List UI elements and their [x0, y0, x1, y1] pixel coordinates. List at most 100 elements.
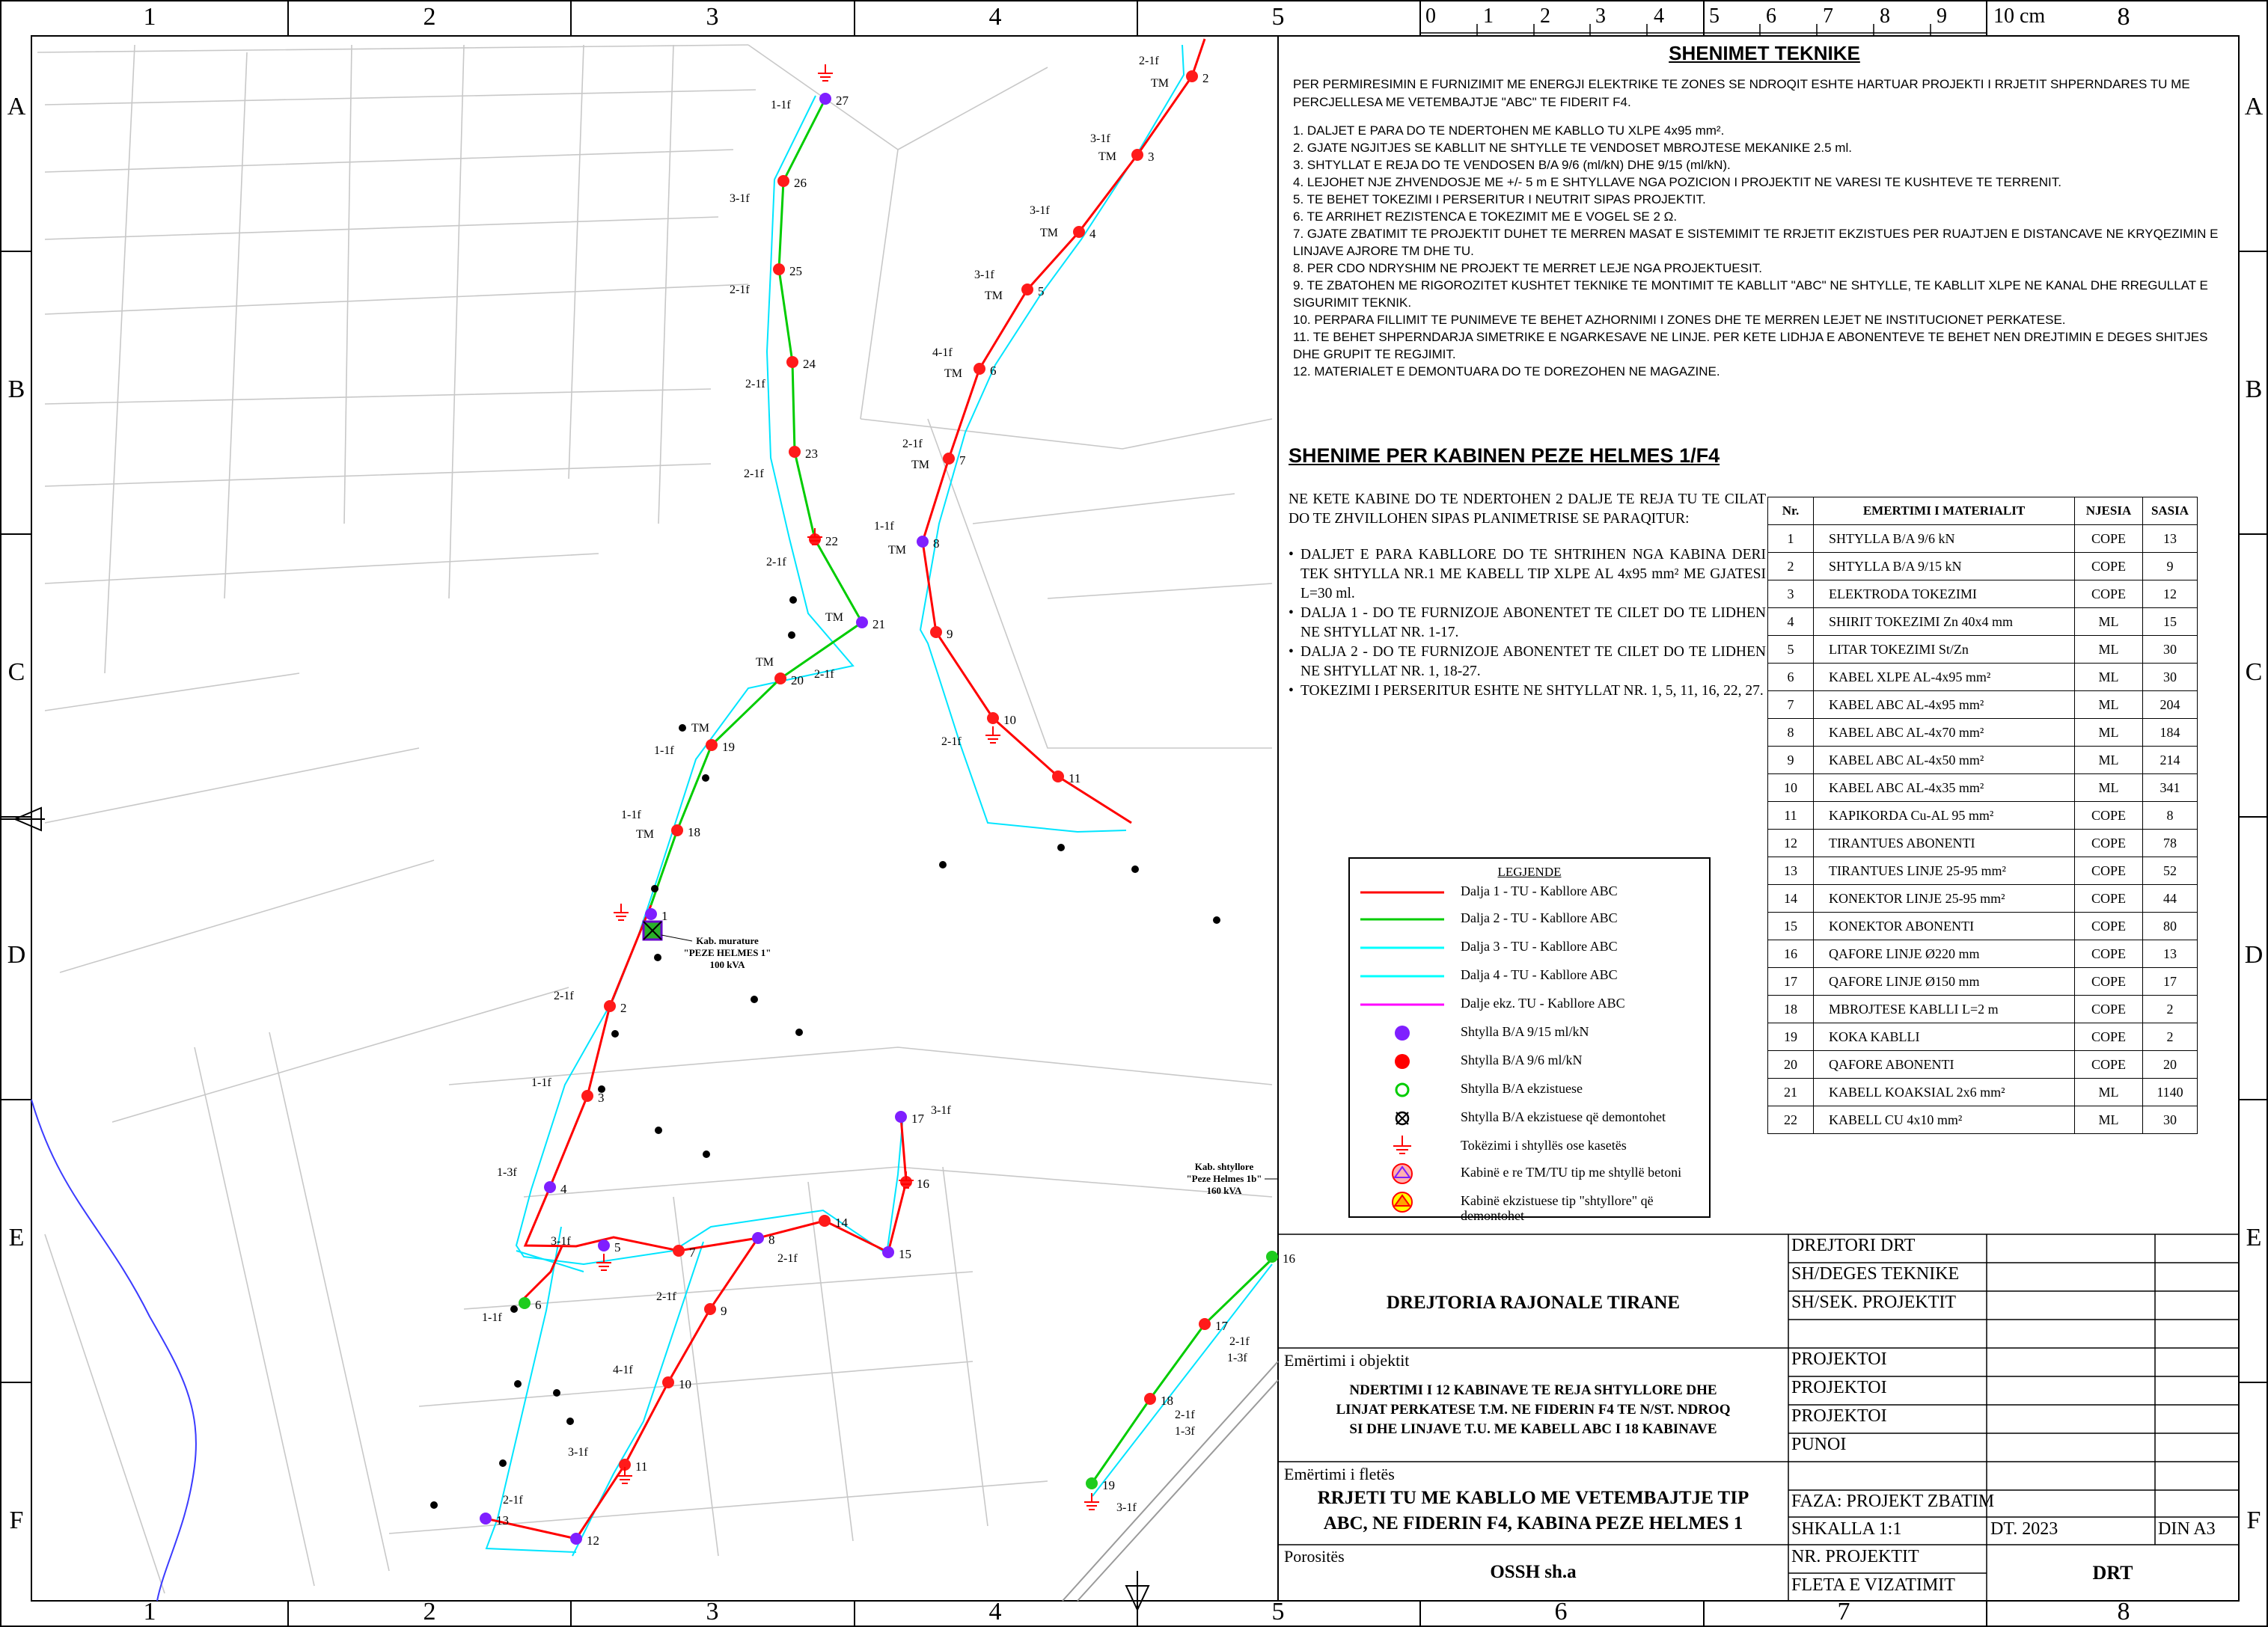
pole-14[interactable] [819, 1215, 831, 1227]
pole-6[interactable] [519, 1297, 531, 1309]
scale-tick-1: 1 [1483, 4, 1494, 28]
material-nr: 16 [1767, 940, 1814, 968]
pole-2[interactable] [604, 1000, 616, 1012]
houses [430, 596, 1220, 1509]
pole-4[interactable] [1073, 226, 1085, 238]
pole-10[interactable] [662, 1376, 674, 1388]
pole-number: 25 [789, 264, 802, 278]
pole-9[interactable] [704, 1303, 716, 1315]
pole-12[interactable] [570, 1533, 582, 1545]
pole-20[interactable] [774, 672, 786, 684]
pole-7[interactable] [943, 453, 955, 465]
material-nr: 21 [1767, 1078, 1814, 1106]
cabin2-label-1: Kab. shtyllore [1195, 1161, 1254, 1172]
pole-6[interactable] [973, 363, 985, 375]
pole-13[interactable] [480, 1513, 492, 1525]
kabine-title: SHENIME PER KABINEN PEZE HELMES 1/F4 [1289, 444, 1720, 467]
pole-15[interactable] [882, 1246, 894, 1258]
pole-7[interactable] [673, 1245, 685, 1257]
grid-row-d-right: D [2244, 941, 2264, 969]
material-name: TIRANTUES ABONENTI [1813, 829, 2075, 857]
object-name-line-1: NDERTIMI I 12 KABINAVE TE REJA SHTYLLORE… [1349, 1382, 1717, 1398]
pole-24[interactable] [786, 356, 798, 368]
legend-label: Dalja 1 - TU - Kabllore ABC [1461, 883, 1618, 898]
pole-number: 6 [990, 364, 997, 378]
pole-2[interactable] [1186, 70, 1198, 82]
pole-16[interactable] [1266, 1251, 1278, 1263]
legend-label: Dalja 3 - TU - Kabllore ABC [1461, 939, 1618, 954]
grid-col-4: 4 [988, 3, 1002, 31]
role-label: PUNOI [1791, 1435, 1847, 1454]
pole-26[interactable] [777, 175, 789, 187]
tm-label: TM [1040, 227, 1058, 239]
material-nr: 2 [1767, 552, 1814, 580]
legend-label: Shtylla B/A 9/6 ml/kN [1461, 1053, 1583, 1067]
pole-4[interactable] [544, 1181, 556, 1193]
note-item: 1. DALJET E PARA DO TE NDERTOHEN ME KABL… [1293, 123, 1725, 138]
pole-27[interactable] [819, 93, 831, 105]
tm-label: TM [944, 367, 962, 380]
pole-number: 4 [560, 1182, 567, 1196]
road [1062, 1361, 1279, 1602]
pole-11[interactable] [619, 1459, 631, 1471]
pole-11[interactable] [1052, 770, 1064, 782]
pole-8[interactable] [752, 1232, 764, 1244]
material-unit: COPE [2074, 552, 2143, 580]
pole-number: 7 [689, 1245, 696, 1260]
pole-number: 24 [803, 357, 816, 371]
materials-col-nr: Nr. [1767, 497, 1814, 525]
material-unit: ML [2074, 635, 2143, 664]
pole-3[interactable] [581, 1090, 593, 1102]
pole-number: 10 [1003, 713, 1016, 727]
role-label: PROJEKTOI [1791, 1349, 1887, 1369]
pole-5[interactable] [1021, 284, 1033, 295]
grid-col-8-bottom: 8 [2117, 1598, 2130, 1626]
note-item: 4. LEJOHET NJE ZHVENDOSJE ME +/- 5 m E S… [1293, 175, 2062, 189]
phase-label: 3-1f [1090, 132, 1110, 145]
pole-number: 23 [805, 447, 818, 461]
cabin-peze-helmes-1[interactable] [642, 920, 663, 941]
pole-8[interactable] [917, 536, 929, 548]
notes-title: SHENIMET TEKNIKE [1669, 42, 1860, 64]
kabine-bullets: DALJET E PARA KABLLORE DO TE SHTRIHEN NG… [1289, 545, 1766, 701]
scale-tick-6: 6 [1766, 4, 1776, 28]
scale-tick-3: 3 [1595, 4, 1606, 28]
pole-number: 21 [872, 617, 885, 631]
role-label: PROJEKTOI [1791, 1378, 1887, 1397]
pole-19[interactable] [706, 739, 718, 751]
material-unit: COPE [2074, 829, 2143, 857]
phase-label: 2-1f [503, 1494, 523, 1507]
pole-18[interactable] [671, 824, 683, 836]
role-label: SH/SEK. PROJEKTIT [1791, 1293, 1957, 1312]
legend-row: Shtylla B/A 9/15 ml/kN [1350, 1022, 1709, 1044]
pole-number: 9 [947, 627, 953, 641]
cadastral-parcels [37, 44, 1273, 1594]
grid-row-c: C [7, 658, 25, 686]
grid-col-1: 1 [143, 3, 156, 31]
grid-row-d: D [7, 941, 26, 969]
pole-21[interactable] [856, 616, 868, 628]
pole-10[interactable] [987, 712, 999, 724]
pole-1[interactable] [645, 908, 657, 920]
pole-3[interactable] [1131, 149, 1143, 161]
pole-25[interactable] [773, 263, 785, 275]
kabine-text: NE KETE KABINE DO TE NDERTOHEN 2 DALJE T… [1289, 490, 1766, 701]
grid-col-3: 3 [706, 3, 719, 31]
pole-23[interactable] [789, 446, 801, 458]
cable-dalja-2 [649, 98, 1272, 1484]
notes-list: 1. DALJET E PARA DO TE NDERTOHEN ME KABL… [1293, 122, 2236, 380]
material-name: LITAR TOKEZIMI St/Zn [1813, 635, 2075, 664]
pole-18[interactable] [1144, 1393, 1156, 1405]
legend-row: Dalja 4 - TU - Kabllore ABC [1350, 965, 1709, 987]
role-label: PROJEKTOI [1791, 1406, 1887, 1426]
material-nr: 12 [1767, 829, 1814, 857]
pole-17[interactable] [895, 1111, 907, 1123]
pole-17[interactable] [1199, 1318, 1211, 1330]
pole-19[interactable] [1086, 1477, 1098, 1489]
pole-9[interactable] [930, 626, 942, 638]
earthing-icon [617, 1467, 632, 1484]
pole-5[interactable] [598, 1240, 610, 1251]
pole-number: 4 [1089, 227, 1096, 241]
